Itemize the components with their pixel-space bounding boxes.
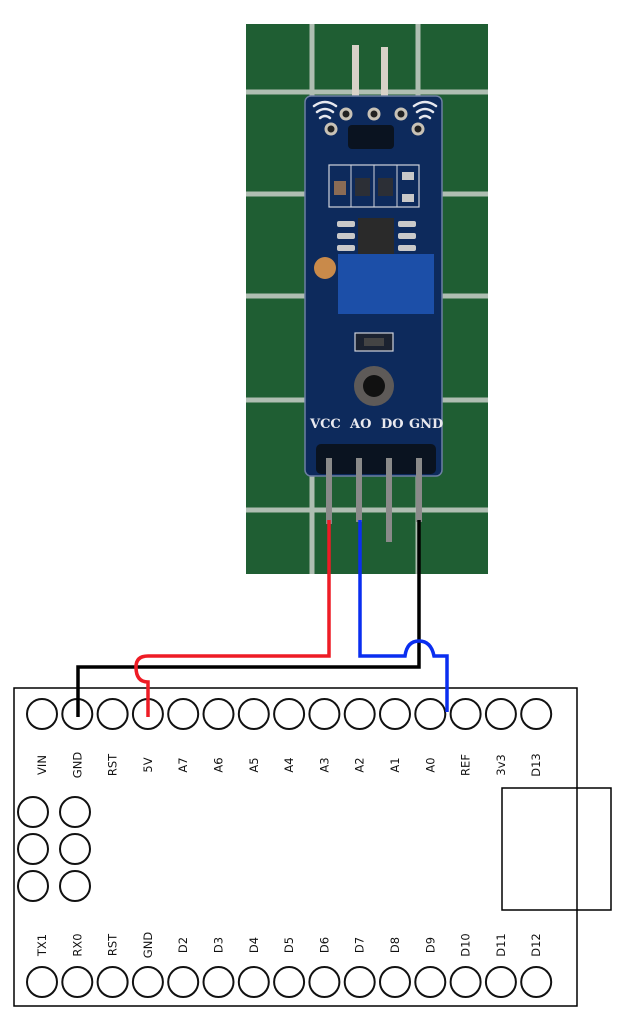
bottom-pin-label: D11 xyxy=(494,933,508,957)
arduino-board: VIN GND RST 5V A7 A6 A5 A4 A3 A2 A1 A0 REF 3v3 D13 TX1… xyxy=(13,687,612,1007)
icsp-hole xyxy=(59,833,91,865)
wires xyxy=(76,520,449,717)
sensor-pin-label-vcc: VCC xyxy=(309,417,341,432)
header-shadow xyxy=(348,125,394,149)
bottom-pin-hole xyxy=(237,966,270,998)
top-pin-label: A5 xyxy=(247,757,261,772)
bottom-pin-label: D2 xyxy=(176,937,190,953)
icsp-header xyxy=(17,796,91,902)
pcb-holes xyxy=(324,107,425,136)
top-pin-hole xyxy=(484,698,517,730)
top-pin-label: A7 xyxy=(176,757,190,772)
bottom-pin-hole xyxy=(414,966,447,998)
top-pin-label: A1 xyxy=(388,757,402,772)
sensor-pin-label-ao: AO xyxy=(349,417,371,432)
top-pin-label: A6 xyxy=(212,757,226,772)
bottom-pin-label: RST xyxy=(106,933,120,956)
bottom-pin-label: D10 xyxy=(459,933,473,957)
sensor-pin-label-gnd: GND xyxy=(409,417,443,432)
top-pin-label: 5V xyxy=(141,757,155,772)
sensor-photo: VCC AO DO GND xyxy=(246,24,488,574)
bottom-pin-label: TX1 xyxy=(35,934,49,957)
pin-header-base xyxy=(316,444,436,474)
bottom-pin-hole xyxy=(379,966,411,998)
top-pin-hole xyxy=(96,698,129,730)
top-pin-label: RST xyxy=(106,753,120,776)
bottom-pin-label: D3 xyxy=(212,937,226,953)
top-pin xyxy=(352,45,359,115)
bottom-pin-label: GND xyxy=(141,932,155,959)
bottom-pin-hole xyxy=(202,966,235,998)
top-pin-hole xyxy=(167,698,200,730)
top-pin-hole xyxy=(449,698,482,730)
potentiometer xyxy=(338,254,434,314)
top-pin-hole xyxy=(414,698,447,730)
potentiometer-knob xyxy=(314,257,336,279)
top-pin-hole xyxy=(273,698,306,730)
bottom-pin-label: D12 xyxy=(529,933,543,957)
top-pin xyxy=(381,47,388,115)
bottom-pin-label: D4 xyxy=(247,937,261,953)
photoresistor xyxy=(354,332,394,352)
bottom-pin-label: RX0 xyxy=(70,933,84,956)
bottom-pin-hole xyxy=(61,966,94,998)
top-pin-hole xyxy=(308,698,341,730)
top-pin-label: A2 xyxy=(353,757,367,772)
icsp-hole xyxy=(59,796,91,828)
bottom-pin-hole xyxy=(131,966,164,998)
bottom-pin-hole xyxy=(484,966,517,998)
usb-connector xyxy=(501,787,612,911)
top-pin-hole xyxy=(202,698,235,730)
bottom-pin-label: D7 xyxy=(353,937,367,953)
ir-wave-icon xyxy=(312,100,438,120)
sensor-pins xyxy=(326,458,422,542)
top-pin-label: A4 xyxy=(282,757,296,772)
bottom-pin-hole xyxy=(96,966,129,998)
icsp-hole xyxy=(17,833,49,865)
top-pin-label: VIN xyxy=(35,755,49,775)
icsp-hole xyxy=(59,870,91,902)
top-pin-label: D13 xyxy=(529,753,543,777)
bottom-pin-label: D8 xyxy=(388,937,402,953)
top-pin-label: REF xyxy=(459,754,473,776)
bottom-pin-hole xyxy=(273,966,306,998)
power-wire xyxy=(134,520,331,717)
bottom-pin-hole xyxy=(167,966,200,998)
top-pin-hole xyxy=(343,698,376,730)
top-pin-label: 3v3 xyxy=(494,754,508,775)
top-pin-hole xyxy=(520,698,553,730)
ground-wire xyxy=(76,520,421,717)
bottom-pin-hole xyxy=(308,966,341,998)
top-pin-hole xyxy=(26,698,58,730)
bottom-pin-label: D6 xyxy=(317,937,331,953)
top-pin-hole xyxy=(237,698,270,730)
smd-components xyxy=(328,164,420,208)
icsp-hole xyxy=(17,796,49,828)
board-outline xyxy=(13,687,578,1007)
bottom-pin-hole xyxy=(343,966,376,998)
icsp-hole xyxy=(17,870,49,902)
top-pin-hole xyxy=(379,698,411,730)
top-pin-label: A3 xyxy=(317,757,331,772)
bottom-pin-hole xyxy=(26,966,58,998)
signal-wire xyxy=(358,520,449,712)
bottom-pin-hole xyxy=(520,966,553,998)
mounting-hole-center xyxy=(363,375,385,397)
sensor-pin-label-do: DO xyxy=(381,417,404,432)
top-pin-label: A0 xyxy=(423,757,437,772)
bottom-pin-hole xyxy=(449,966,482,998)
bottom-pin-row: TX1 RX0 RST GND D2 D3 D4 D5 D6 D7 D8 D9 D10 D11 D12 xyxy=(26,932,553,998)
top-pin-row: VIN GND RST 5V A7 A6 A5 A4 A3 A2 A1 A0 REF 3v3 D13 xyxy=(26,698,553,779)
bottom-pin-label: D9 xyxy=(423,937,437,953)
bottom-pin-label: D5 xyxy=(282,937,296,953)
top-pin-label: GND xyxy=(70,752,84,779)
